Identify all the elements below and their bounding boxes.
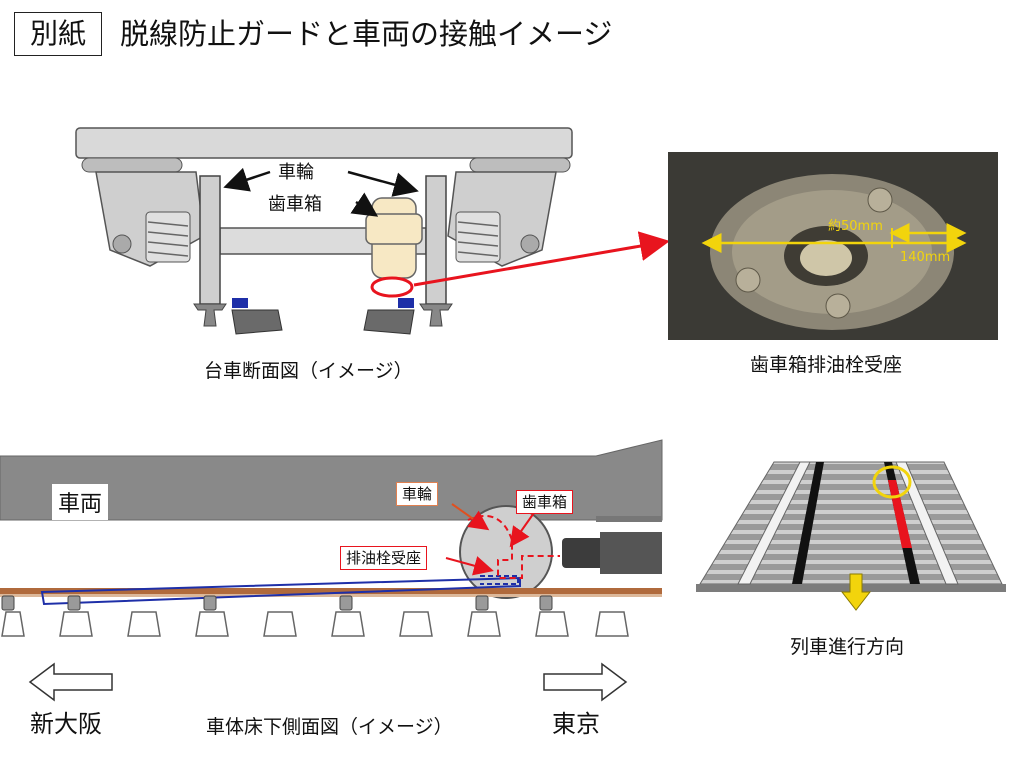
- photo-dim-outer: 140mm: [900, 250, 951, 265]
- direction-left-label: 新大阪: [30, 710, 102, 738]
- track-caption: 列車進行方向: [790, 636, 905, 658]
- side-caption: 車体床下側面図（イメージ）: [206, 716, 453, 738]
- side-label-drain: 排油栓受座: [340, 546, 428, 570]
- track-diagram: [696, 461, 1006, 611]
- direction-right-label: 東京: [552, 710, 600, 738]
- photo-dim-inner: 約50mm: [828, 219, 883, 234]
- side-label-gearbox: 歯車箱: [516, 490, 574, 514]
- photo-caption: 歯車箱排油栓受座: [750, 354, 903, 376]
- side-label-car: 車両: [52, 484, 109, 520]
- gearbox-photo: [668, 152, 998, 340]
- bogie-caption: 台車断面図（イメージ）: [204, 360, 413, 382]
- bogie-label-wheel: 車輪: [278, 162, 314, 183]
- side-view-diagram: [0, 439, 663, 702]
- page-title: 脱線防止ガードと車両の接触イメージ: [120, 17, 613, 51]
- side-label-wheel: 車輪: [396, 482, 439, 506]
- bogie-diagram: [75, 127, 670, 335]
- header-tag: 別紙: [14, 12, 102, 56]
- bogie-label-gearbox: 歯車箱: [268, 194, 322, 215]
